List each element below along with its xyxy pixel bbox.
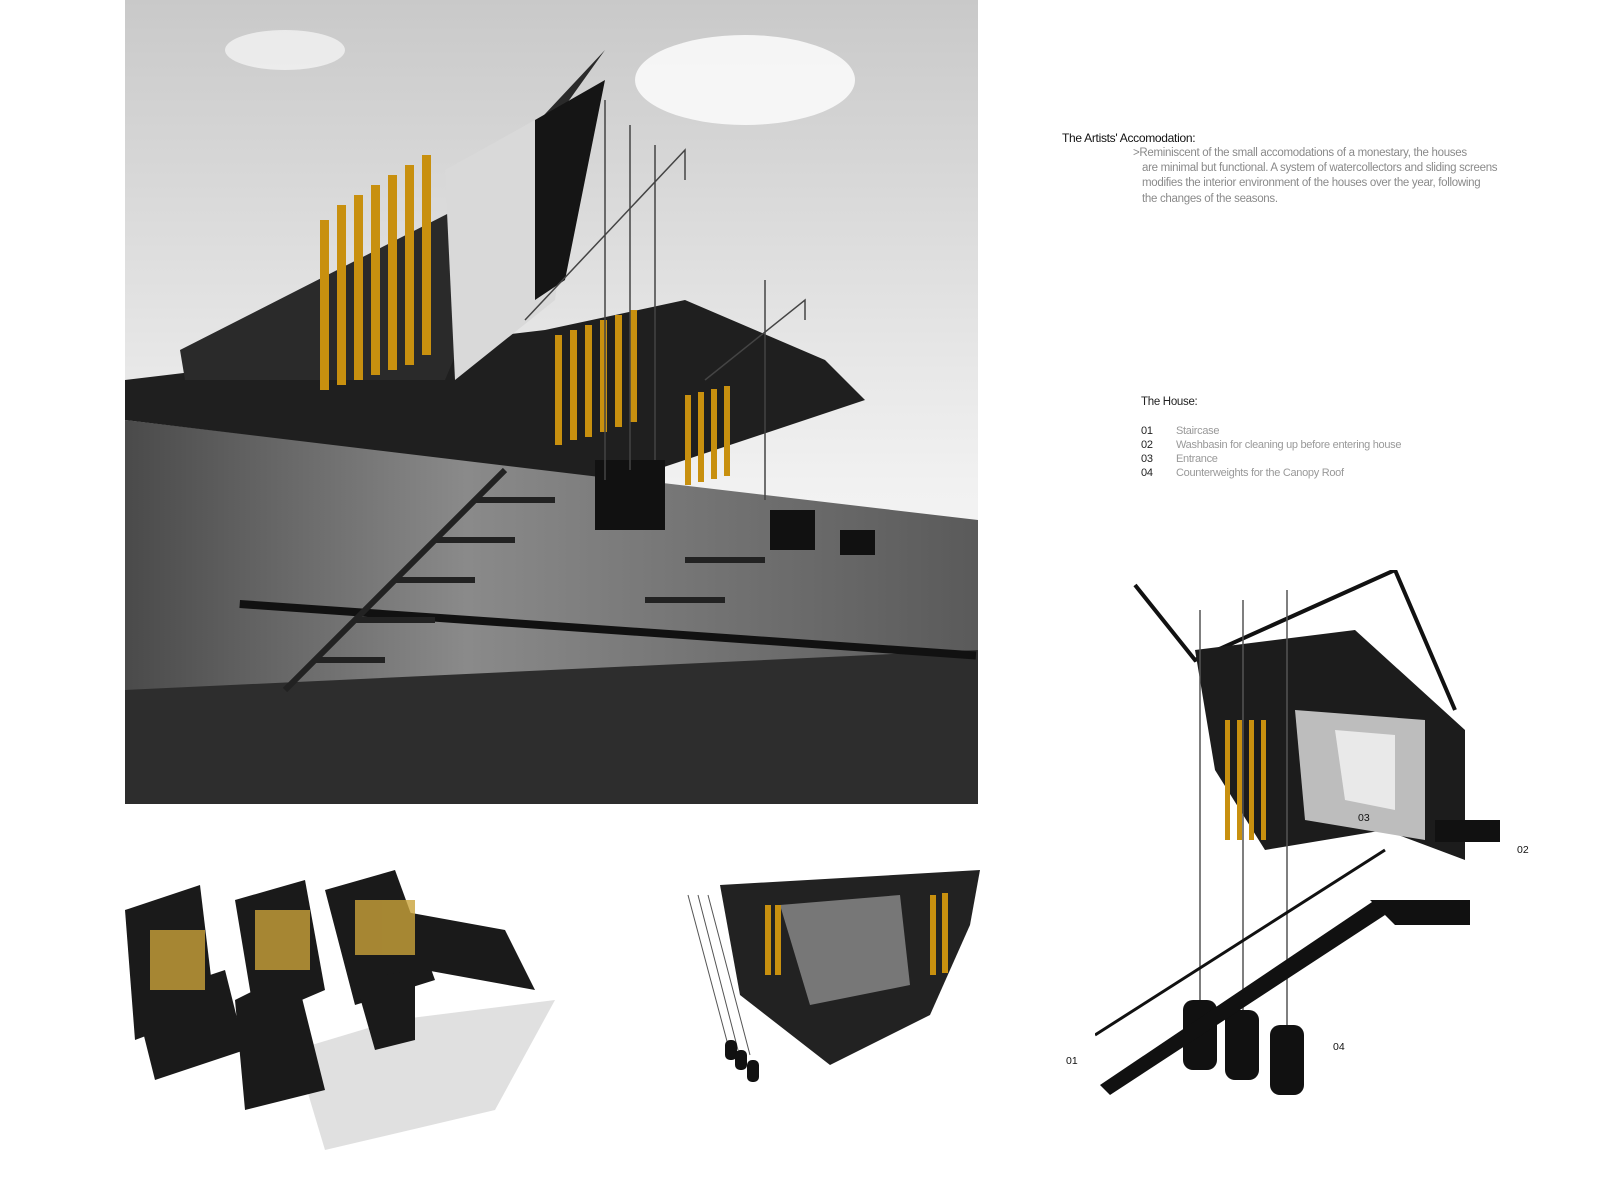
callout-03: 03 <box>1358 812 1370 824</box>
legend-number: 01 <box>1141 425 1153 437</box>
project-title: The Artists' Accomodation: <box>1062 131 1196 145</box>
main-perspective-render <box>125 0 978 804</box>
legend-item: 02 Washbasin for cleaning up before enter… <box>1141 438 1402 452</box>
legend-item: 01 Staircase <box>1141 424 1401 438</box>
description-line: are minimal but functional. A system of … <box>1142 162 1498 175</box>
description-line: modifies the interior environment of the… <box>1142 177 1481 190</box>
legend-number: 03 <box>1141 453 1153 465</box>
section-render <box>687 870 980 1082</box>
callout-02: 02 <box>1517 844 1529 856</box>
house-axonometric <box>1095 570 1500 1095</box>
legend-label: Staircase <box>1176 425 1220 437</box>
legend-label: Counterweights for the Canopy Roof <box>1176 467 1344 479</box>
house-legend: 01 Staircase 02 Washbasin for cleaning up … <box>1141 424 1402 480</box>
project-description: >Reminiscent of the small accomodations … <box>1133 146 1533 207</box>
description-line: the changes of the seasons. <box>1142 192 1278 205</box>
model-photo <box>125 870 555 1150</box>
callout-01: 01 <box>1066 1055 1078 1067</box>
legend-item: 04 Counterweights for the Canopy Roof <box>1141 466 1401 480</box>
description-line: >Reminiscent of the small accomodations … <box>1133 147 1467 159</box>
house-legend-title: The House: <box>1141 396 1198 408</box>
legend-number: 02 <box>1141 439 1153 451</box>
callout-04: 04 <box>1333 1041 1345 1053</box>
legend-label: Entrance <box>1176 453 1218 465</box>
legend-item: 03 Entrance <box>1141 452 1401 466</box>
legend-label: Washbasin for cleaning up before enterin… <box>1176 439 1402 451</box>
legend-number: 04 <box>1141 467 1153 479</box>
